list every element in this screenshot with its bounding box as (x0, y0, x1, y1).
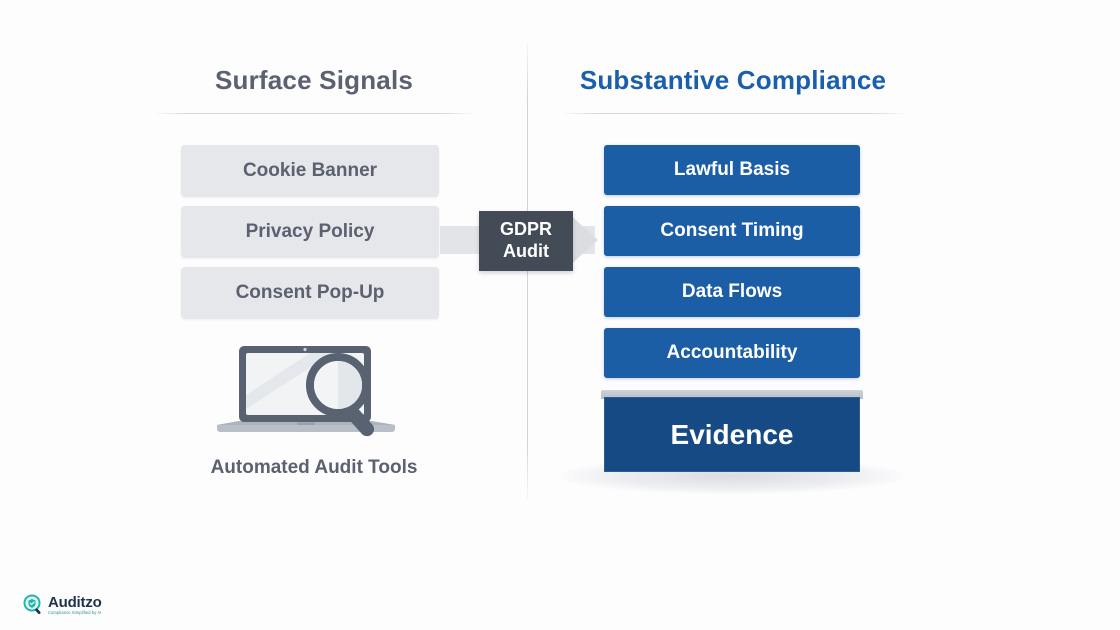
brand-text-group: Auditzo Compliance Simplified by AI (48, 595, 102, 615)
left-header-rule (155, 112, 473, 114)
left-column-header: Surface Signals (155, 66, 473, 114)
brand-tagline: Compliance Simplified by AI (48, 609, 102, 615)
evidence-block[interactable]: Evidence (559, 390, 905, 494)
compliance-pillar-item[interactable]: Lawful Basis (604, 145, 860, 195)
laptop-magnifier-icon (205, 333, 420, 448)
brand-name: Auditzo (48, 593, 102, 611)
surface-signal-item[interactable]: Privacy Policy (181, 206, 439, 258)
evidence-top-bevel (601, 390, 863, 399)
gdpr-badge-line-2: Audit (503, 241, 549, 261)
gdpr-audit-badge[interactable]: GDPR Audit (479, 211, 573, 271)
compliance-pillar-item[interactable]: Consent Timing (604, 206, 860, 256)
compliance-pillar-item[interactable]: Data Flows (604, 267, 860, 317)
right-column-header: Substantive Compliance (562, 66, 904, 114)
surface-signal-item[interactable]: Cookie Banner (181, 145, 439, 197)
evidence-label: Evidence (604, 397, 860, 472)
left-column-title: Surface Signals (214, 65, 414, 95)
right-header-rule (562, 112, 904, 114)
column-divider (527, 42, 528, 500)
right-column-title: Substantive Compliance (579, 65, 887, 95)
auditzo-shield-magnifier-icon (22, 594, 44, 616)
gdpr-badge-line-1: GDPR (499, 219, 552, 240)
surface-signal-item[interactable]: Consent Pop-Up (181, 267, 439, 319)
compliance-pillar-item[interactable]: Accountability (604, 328, 860, 378)
brand-logo[interactable]: Auditzo Compliance Simplified by AI (22, 594, 102, 616)
illustration-caption: Automated Audit Tools (210, 457, 418, 478)
